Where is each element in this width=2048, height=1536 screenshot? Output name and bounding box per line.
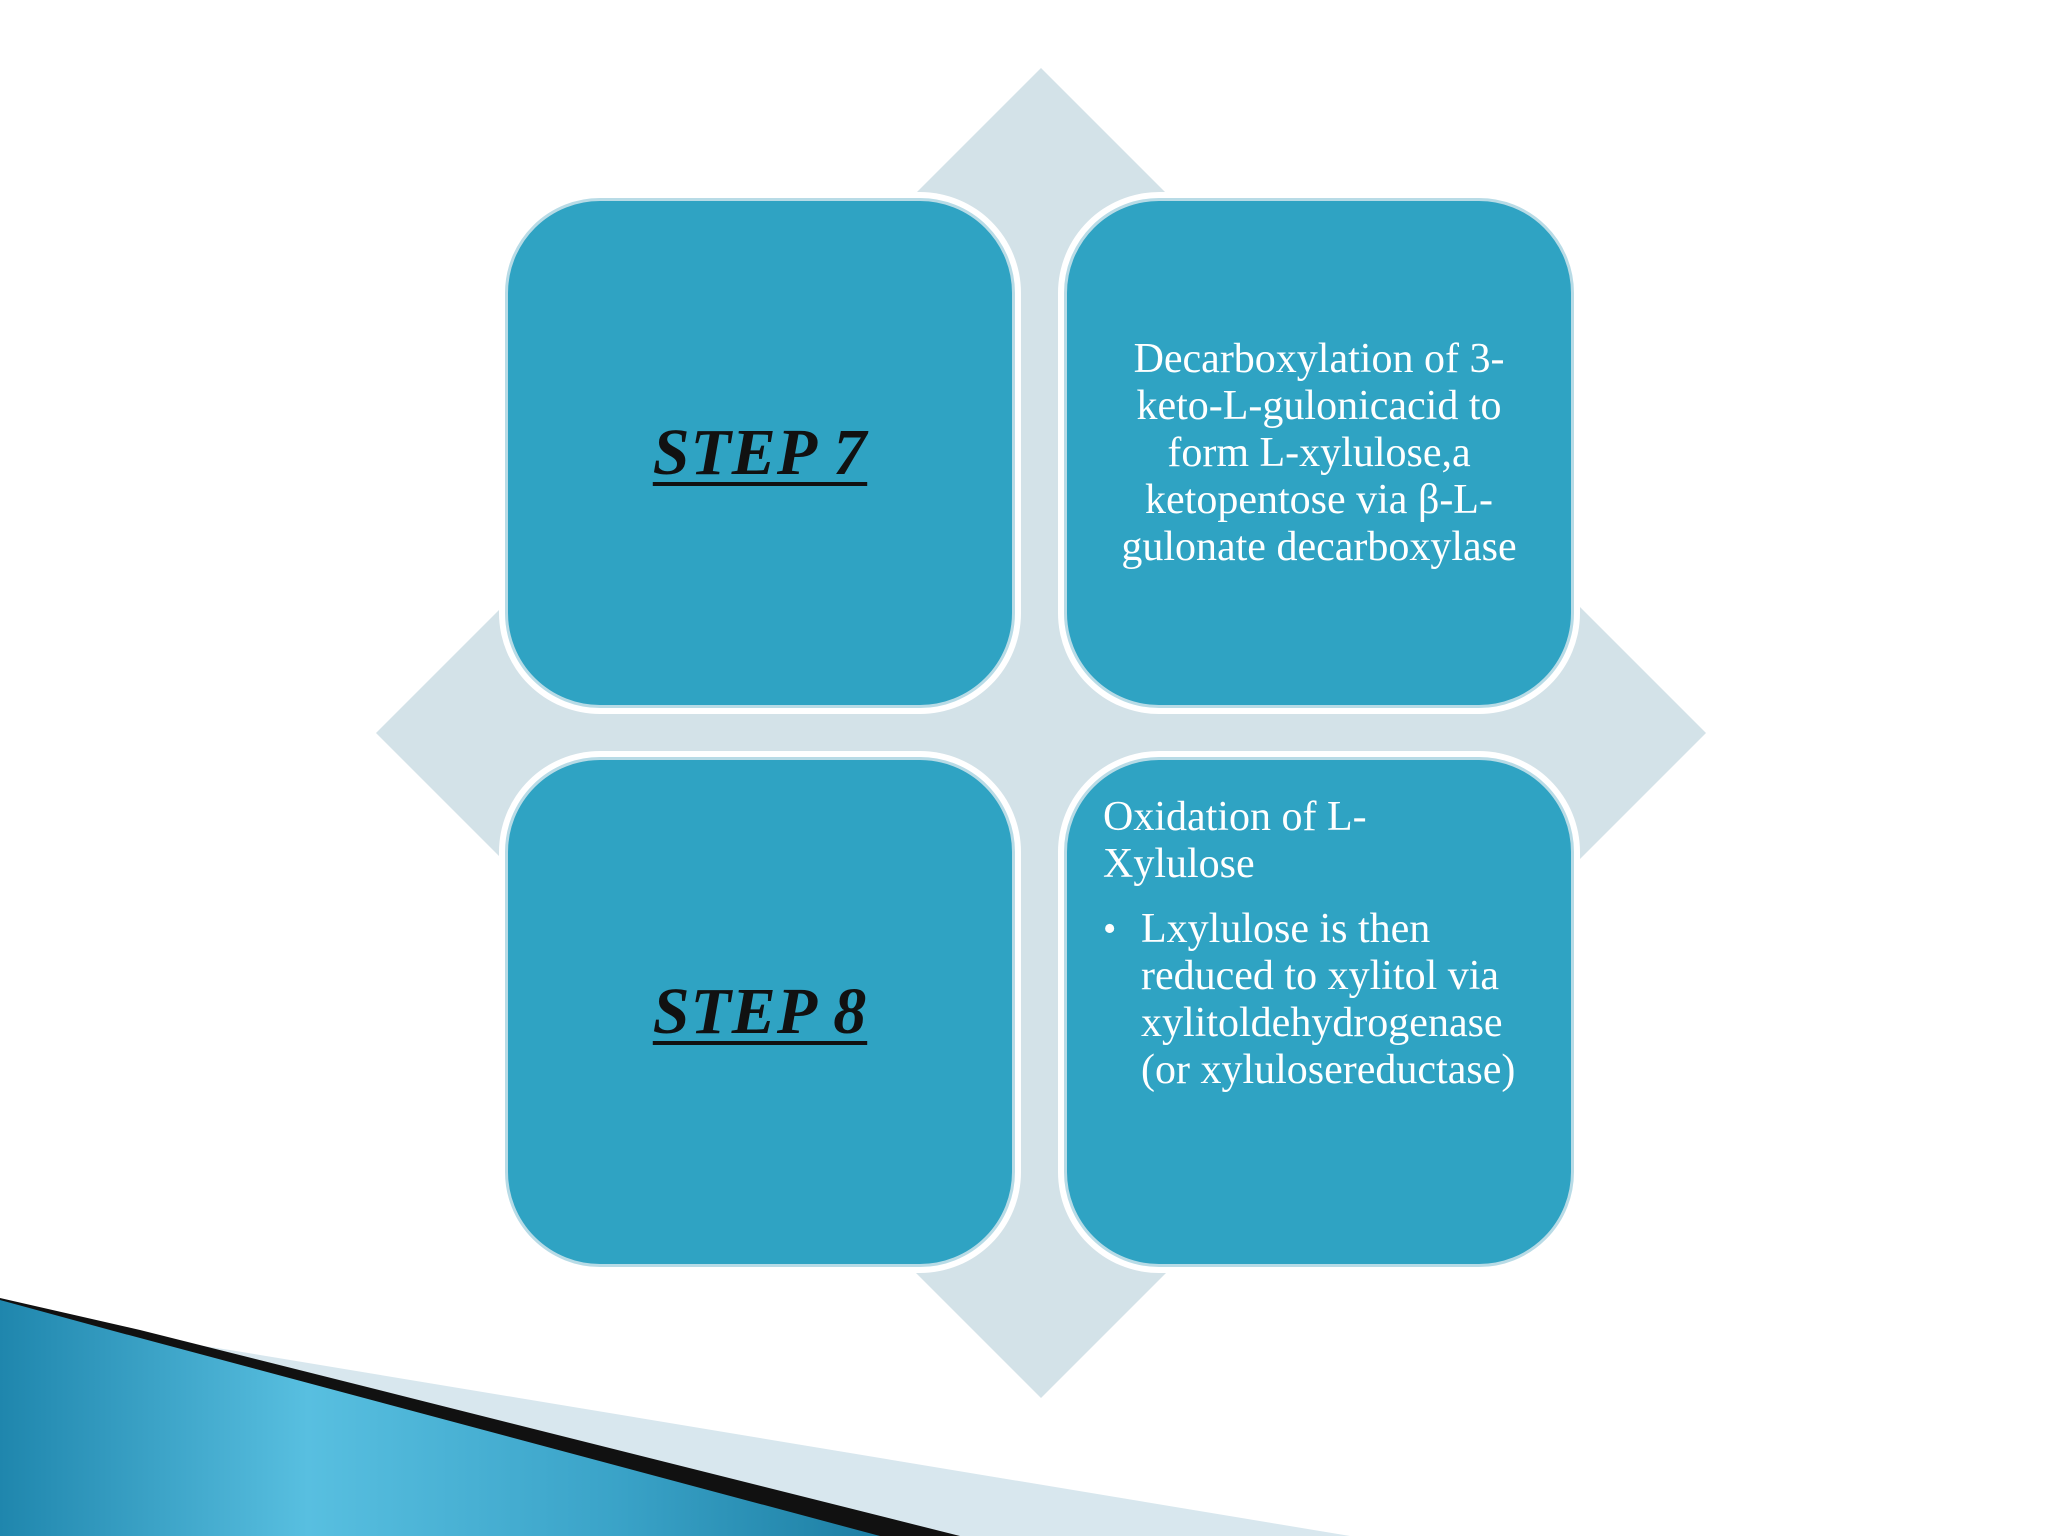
step-8-content: Oxidation of L-Xylulose • Lxylulose is t…: [1103, 794, 1537, 1094]
step-7-description: Decarboxylation of 3-keto-L-gulonicacid …: [1121, 335, 1517, 570]
step-8-description-box: Oxidation of L-Xylulose • Lxylulose is t…: [1064, 757, 1574, 1267]
step-8-title: STEP 8: [652, 975, 868, 1048]
step-8-heading: Oxidation of L-Xylulose: [1103, 794, 1367, 887]
step-8-bullet: • Lxylulose is then reduced to xylitol v…: [1103, 906, 1537, 1094]
step-7-description-box: Decarboxylation of 3-keto-L-gulonicacid …: [1064, 198, 1574, 708]
step-7-title: STEP 7: [652, 416, 868, 489]
step-8-box: STEP 8: [505, 757, 1015, 1267]
step-7-box: STEP 7: [505, 198, 1015, 708]
step-8-bullet-text: Lxylulose is then reduced to xylitol via…: [1141, 906, 1516, 1093]
bullet-icon: •: [1103, 908, 1117, 950]
corner-swoosh: [0, 1298, 1350, 1536]
